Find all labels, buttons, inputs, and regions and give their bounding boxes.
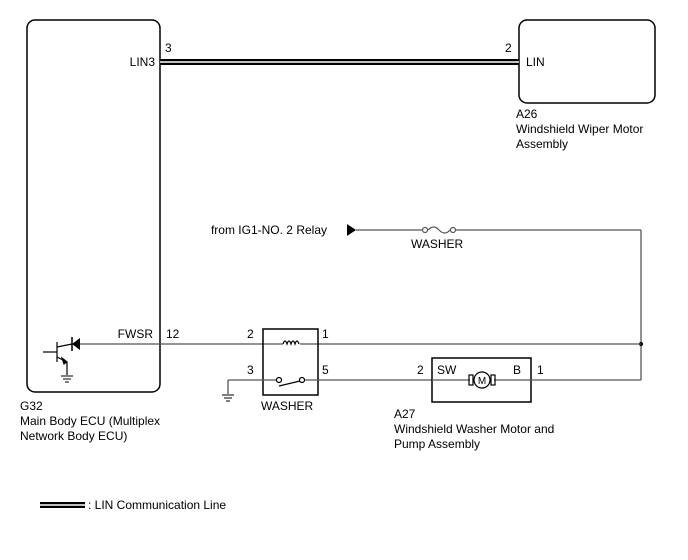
washer-motor-name-2: Pump Assembly <box>394 437 480 451</box>
ecu-name-2: Network Body ECU) <box>20 429 127 443</box>
ground-icon <box>61 375 73 383</box>
wiper-motor-name-2: Assembly <box>516 137 568 151</box>
ecu-pin-fwsr: 12 <box>166 327 180 341</box>
power-source-label: from IG1-NO. 2 Relay <box>211 223 327 237</box>
legend-lin-label: : LIN Communication Line <box>88 498 226 512</box>
wiper-motor-code: A26 <box>516 107 538 121</box>
relay-pin-2: 2 <box>247 327 254 341</box>
transistor-icon <box>43 342 73 375</box>
relay-pin-1: 1 <box>322 327 329 341</box>
ground-icon <box>222 394 234 402</box>
relay-coil-icon <box>282 340 300 346</box>
motor-label-sw: SW <box>437 363 457 377</box>
relay-switch-icon <box>275 376 306 387</box>
motor-icon: M <box>468 371 496 389</box>
ecu-label-lin3: LIN3 <box>130 55 156 69</box>
motor-pin-1: 1 <box>537 363 544 377</box>
motor-label-b: B <box>513 363 521 377</box>
ecu-label-fwsr: FWSR <box>118 327 154 341</box>
relay-pin-5: 5 <box>322 363 329 377</box>
ecu-pin-lin3: 3 <box>165 41 172 55</box>
ecu-code: G32 <box>20 399 43 413</box>
wiper-motor-name-1: Windshield Wiper Motor <box>516 122 643 136</box>
svg-text:M: M <box>478 376 486 387</box>
diode-icon <box>71 337 80 351</box>
relay-label: WASHER <box>261 399 314 413</box>
washer-motor-code: A27 <box>394 407 416 421</box>
ecu-box <box>26 19 161 393</box>
washer-motor-name-1: Windshield Washer Motor and <box>394 422 554 436</box>
fuse-label: WASHER <box>411 237 464 251</box>
motor-pin-2: 2 <box>417 363 424 377</box>
washer-relay-box <box>262 328 319 396</box>
fuse-icon <box>421 226 457 234</box>
relay-pin-3: 3 <box>247 363 254 377</box>
ecu-name-1: Main Body ECU (Multiplex <box>20 414 160 428</box>
wiper-label-lin: LIN <box>526 55 545 69</box>
arrow-icon <box>347 224 356 236</box>
wiper-pin-lin: 2 <box>505 41 512 55</box>
